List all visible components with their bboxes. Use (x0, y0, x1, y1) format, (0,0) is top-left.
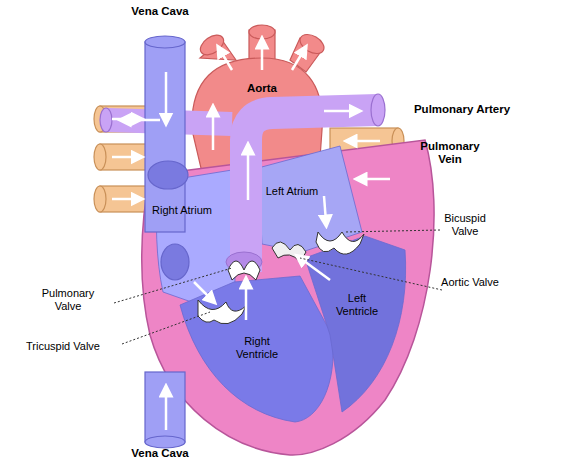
flow-arrow (165, 72, 168, 120)
part-label: Pulmonary Vein (410, 140, 490, 166)
leader-line (114, 230, 442, 344)
vena-cava-vessel (145, 36, 185, 48)
part-label: Aortic Valve (440, 276, 500, 289)
flow-arrow (324, 196, 326, 222)
vena-cava-vessel (145, 42, 185, 232)
flow-arrow (112, 198, 138, 201)
vena-cava-vessel (145, 36, 189, 448)
part-label: Right Atrium (152, 204, 212, 217)
part-label: Bicuspid Valve (430, 212, 500, 238)
pulmonary-vein (94, 186, 106, 212)
flow-arrow (245, 282, 248, 320)
flow-arrow (324, 110, 356, 113)
heart-chamber (180, 276, 333, 422)
flow-arrow (212, 110, 215, 150)
pulmonary-vein (94, 144, 106, 170)
part-label: Left Atrium (262, 185, 322, 198)
part-label: Left Ventricle (327, 292, 387, 318)
flow-arrow (360, 178, 390, 181)
part-label: Vena Cava (105, 447, 215, 460)
heart-chamber (156, 146, 405, 422)
flow-arrow (300, 258, 330, 280)
flow-arrow (220, 50, 232, 70)
flow-arrow (112, 42, 390, 430)
part-label: Right Ventricle (227, 335, 287, 361)
heart-valve (228, 261, 260, 280)
leader-line (300, 258, 442, 290)
pulmonary-artery-vessel (246, 110, 378, 272)
vena-cava-vessel (145, 436, 185, 448)
part-label: Vena Cava (105, 5, 215, 18)
part-label: Aorta (222, 82, 302, 95)
heart-valve (316, 232, 364, 254)
flow-arrow (194, 282, 212, 300)
flow-arrow (165, 390, 168, 430)
flow-arrow (112, 118, 138, 121)
vena-cava-vessel (161, 244, 189, 280)
pulmonary-artery-vessel (371, 94, 385, 126)
leader-line (122, 312, 210, 344)
heart-chamber (258, 146, 362, 252)
flow-arrow (261, 42, 264, 70)
vena-cava-vessel (145, 372, 185, 442)
pulmonary-artery-vessel (100, 108, 112, 132)
pulmonary-artery-vessel (100, 94, 385, 272)
flow-arrow (112, 156, 138, 159)
part-label: Pulmonary Valve (33, 287, 103, 313)
leader-line (114, 268, 232, 303)
flow-arrow (292, 50, 304, 70)
part-label: Pulmonary Artery (407, 103, 517, 116)
flow-arrow (247, 148, 250, 200)
leader-line (345, 230, 440, 232)
heart-valve (198, 300, 246, 324)
aorta-vessel (249, 25, 275, 39)
part-label: Tricuspid Valve (13, 340, 113, 353)
vena-cava-vessel (148, 161, 188, 189)
flow-arrow (350, 140, 380, 143)
